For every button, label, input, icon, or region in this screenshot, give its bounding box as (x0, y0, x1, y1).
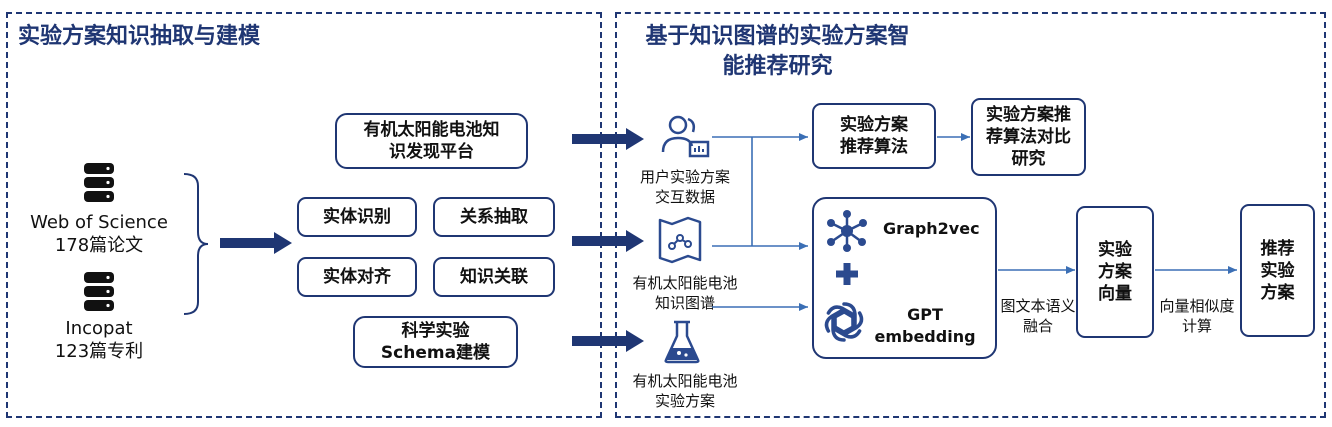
task-relation-extraction: 关系抽取 (433, 197, 555, 237)
right-title-line-2: 能推荐研究 (722, 54, 833, 79)
task-entity-alignment: 实体对齐 (297, 257, 417, 297)
compare-line-1: 实验方案推 (986, 105, 1071, 125)
left-panel (6, 12, 602, 418)
right-title-line-1: 基于知识图谱的实验方案智 (645, 24, 910, 49)
fusion-line-1: 图文本语义 (1000, 297, 1076, 315)
gpt-line-2: embedding (874, 327, 976, 346)
vector-line-2: 方案 (1098, 262, 1132, 282)
fusion-label: 图文本语义 融合 (995, 296, 1081, 336)
schema-line-1: 科学实验 (401, 321, 470, 341)
result-line-3: 方案 (1260, 282, 1295, 303)
flask-icon (664, 320, 700, 364)
compare-line-2: 荐算法对比 (986, 127, 1071, 147)
arrow-platform-to-user-data (572, 128, 644, 150)
experiment-label: 有机太阳能电池 实验方案 (618, 371, 752, 411)
result-line-1: 推荐 (1260, 238, 1295, 259)
left-panel-title: 实验方案知识抽取与建模 (18, 24, 261, 49)
experiment-line-2: 实验方案 (654, 392, 715, 410)
plus-icon (836, 263, 858, 285)
right-panel (615, 12, 1326, 418)
database-icon (84, 272, 114, 311)
source-web-of-science: Web of Science 178篇论文 (24, 211, 174, 257)
fusion-line-2: 融合 (1022, 317, 1053, 335)
compare-box: 实验方案推 荐算法对比 研究 (971, 98, 1086, 176)
gpt-line-1: GPT (907, 305, 943, 324)
arrow-to-tasks (220, 232, 292, 254)
experiment-line-1: 有机太阳能电池 (632, 372, 738, 390)
vector-line-1: 实验 (1098, 240, 1132, 260)
source-name: Web of Science (30, 212, 168, 233)
user-data-line-2: 交互数据 (654, 188, 715, 206)
source-count: 178篇论文 (54, 235, 144, 256)
rec-algo-line-1: 实验方案 (840, 115, 908, 135)
arrow-tasks-to-kg (572, 230, 644, 252)
source-name: Incopat (65, 318, 133, 339)
knowledge-graph-map-icon (658, 216, 702, 264)
source-incopat: Incopat 123篇专利 (24, 317, 174, 363)
kg-label: 有机太阳能电池 知识图谱 (618, 273, 752, 313)
result-box: 推荐 实验 方案 (1240, 204, 1315, 337)
platform-line-1: 有机太阳能电池知 (363, 120, 500, 140)
schema-box: 科学实验 Schema建模 (353, 316, 518, 368)
platform-box: 有机太阳能电池知 识发现平台 (335, 113, 528, 169)
network-node-icon (827, 210, 867, 252)
source-count: 123篇专利 (54, 341, 144, 362)
rec-algo-line-2: 推荐算法 (840, 137, 908, 157)
openai-logo-icon (824, 302, 864, 342)
graph2vec-label: Graph2vec (883, 219, 980, 238)
user-data-line-1: 用户实验方案 (639, 168, 730, 186)
rec-algorithm-box: 实验方案 推荐算法 (812, 103, 936, 169)
brace-icon (183, 173, 209, 315)
task-knowledge-linking: 知识关联 (433, 257, 555, 297)
users-chart-icon (661, 115, 710, 158)
kg-line-1: 有机太阳能电池 (632, 274, 738, 292)
similarity-label: 向量相似度 计算 (1153, 296, 1241, 336)
kg-line-2: 知识图谱 (654, 294, 715, 312)
gpt-embedding-label: GPT embedding (870, 304, 980, 348)
user-data-label: 用户实验方案 交互数据 (624, 167, 746, 207)
vector-box: 实验 方案 向量 (1076, 206, 1154, 338)
arrow-schema-to-experiment (572, 330, 644, 352)
platform-line-2: 识发现平台 (389, 142, 474, 162)
vector-line-3: 向量 (1098, 284, 1132, 304)
task-entity-recognition: 实体识别 (297, 197, 417, 237)
right-panel-title: 基于知识图谱的实验方案智 能推荐研究 (625, 22, 930, 82)
similarity-line-2: 计算 (1181, 317, 1212, 335)
database-icon (84, 163, 114, 202)
similarity-line-1: 向量相似度 (1159, 297, 1235, 315)
result-line-2: 实验 (1260, 260, 1295, 281)
compare-line-3: 研究 (1011, 149, 1046, 169)
schema-line-2: Schema建模 (380, 343, 491, 363)
